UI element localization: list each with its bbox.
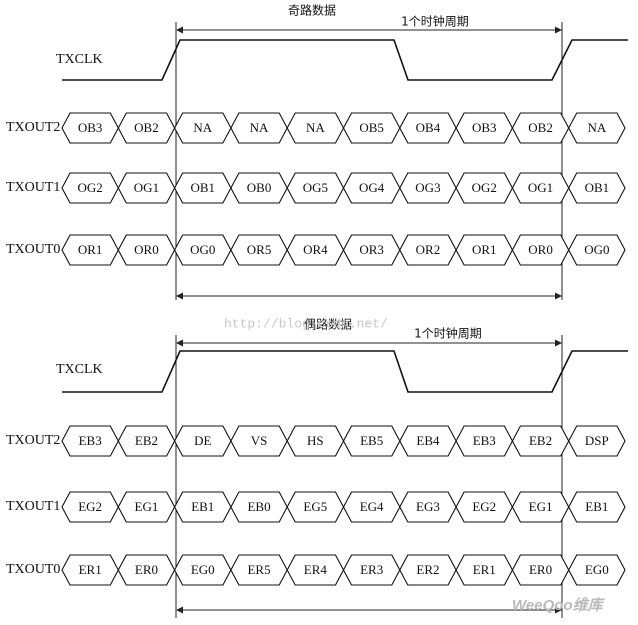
section-1-row-2-cell-8-label: ER0 (529, 562, 552, 577)
section-0-row-2-cell-9-label: OG0 (584, 242, 609, 257)
section-1-row-0-cell-4-label: HS (307, 433, 324, 448)
section-0-bottom-arrow-left (176, 292, 183, 300)
section-1-row-2-cell-6-label: ER2 (416, 562, 439, 577)
section-0-row-1-cell-6-label: OG3 (415, 180, 440, 195)
section-1-row-0-cell-7-label: EB3 (473, 433, 496, 448)
section-0-title: 奇路数据 (288, 3, 336, 18)
section-1-row-2-cell-0-label: ER1 (79, 562, 102, 577)
section-0-row-2-cell-1-label: OR0 (134, 242, 159, 257)
section-0-row-1-cell-9 (568, 172, 626, 204)
section-1-row-0-cell-9 (568, 425, 626, 457)
section-0-row-2-cell-7-label: OR1 (472, 242, 497, 257)
section-0-row-1-cell-4-label: OG5 (303, 180, 328, 195)
section-1-row-1-cell-9 (568, 491, 626, 523)
section-0-row-0-cell-4-label: NA (306, 120, 325, 135)
section-1-row-1-cell-0-label: EG2 (78, 499, 102, 514)
section-1-bottom-arrow-left (176, 606, 183, 614)
section-1-row-1-cell-3-label: EB0 (247, 499, 270, 514)
section-0-row-2-cell-6-label: OR2 (416, 242, 441, 257)
section-1-row-1-cell-4-label: EG5 (303, 499, 327, 514)
section-1-clock-label: TXCLK (56, 362, 103, 377)
section-1-row-0-cell-1-label: EB2 (135, 433, 158, 448)
section-1-row-1-label: TXOUT1 (6, 499, 60, 514)
section-1-row-1-cell-5-label: EG4 (360, 499, 384, 514)
section-1-row-0-cell-2-label: DE (194, 433, 211, 448)
section-0-row-0-cell-5-label: OB5 (359, 120, 384, 135)
section-1-row-2-cell-2-label: EG0 (191, 562, 215, 577)
section-0-row-1-cell-8-label: OG1 (528, 180, 553, 195)
section-0-row-2-cell-3-label: OR5 (247, 242, 272, 257)
section-1-clock-waveform (62, 350, 628, 393)
section-0-period-label: 1个时钟周期 (401, 14, 469, 29)
section-1-row-2-cell-7-label: ER1 (473, 562, 496, 577)
section-1-row-0-label: TXOUT2 (6, 433, 60, 448)
section-0-bottom-arrow-right (555, 292, 562, 300)
section-0-row-2-cell-0-label: OR1 (78, 242, 103, 257)
brand-logo-text: WeeQoo维库 (512, 597, 606, 614)
section-0-row-1-cell-7-label: OG2 (472, 180, 497, 195)
section-0-row-2-cell-5-label: OR3 (359, 242, 384, 257)
section-1-row-1-cell-1-label: EG1 (135, 499, 159, 514)
section-1-row-0-cell-3-label: VS (251, 433, 268, 448)
section-0-row-2-cell-8-label: OR0 (528, 242, 553, 257)
section-0-row-0-cell-3-label: NA (250, 120, 269, 135)
section-1-row-2-cell-9 (568, 554, 626, 586)
section-0-row-0-cell-2-label: NA (193, 120, 212, 135)
section-0-row-1-cell-5-label: OG4 (359, 180, 385, 195)
section-0-row-1-cell-9-label: OB1 (585, 180, 610, 195)
section-0-row-1-label: TXOUT1 (6, 180, 60, 195)
section-1-row-0-cell-8-label: EB2 (529, 433, 552, 448)
section-1-row-2-cell-3-label: ER5 (247, 562, 270, 577)
section-0-clock-waveform (62, 39, 628, 81)
section-0-row-2-cell-2-label: OG0 (190, 242, 215, 257)
section-1-row-1-cell-7-label: EG2 (472, 499, 496, 514)
section-0-row-2-cell-9 (568, 234, 626, 266)
section-0-row-0-cell-0-label: OB3 (78, 120, 103, 135)
section-0-row-0-cell-8-label: OB2 (528, 120, 553, 135)
section-0-row-1-cell-0-label: OG2 (78, 180, 103, 195)
section-0-row-0-label: TXOUT2 (6, 120, 60, 135)
section-0-row-1-cell-1-label: OG1 (134, 180, 159, 195)
section-1-row-0-cell-5-label: EB5 (360, 433, 383, 448)
section-1-row-2-cell-4-label: ER4 (304, 562, 328, 577)
section-1-row-1-cell-2-label: EB1 (191, 499, 214, 514)
section-0-row-0-cell-9-label: NA (587, 120, 606, 135)
section-1-row-1-cell-9-label: EB1 (585, 499, 608, 514)
section-1-row-2-cell-9-label: EG0 (585, 562, 609, 577)
section-1-row-2-cell-1-label: ER0 (135, 562, 158, 577)
section-1-row-1-cell-6-label: EG3 (416, 499, 440, 514)
section-0-row-1-cell-3-label: OB0 (247, 180, 272, 195)
section-0-period-arrow-left (176, 26, 183, 34)
section-0-row-2-label: TXOUT0 (6, 242, 60, 257)
section-1-row-0-cell-0-label: EB3 (79, 433, 102, 448)
section-0-row-0-cell-1-label: OB2 (134, 120, 159, 135)
section-0-row-0-cell-7-label: OB3 (472, 120, 497, 135)
section-1-row-2-label: TXOUT0 (6, 562, 60, 577)
section-1-period-arrow-left (176, 339, 183, 347)
section-1-row-0-cell-6-label: EB4 (416, 433, 440, 448)
section-0-period-arrow-right (555, 26, 562, 34)
section-0-clock-label: TXCLK (56, 52, 103, 67)
section-1-period-arrow-right (555, 339, 562, 347)
section-0-row-0-cell-9 (568, 112, 626, 144)
section-1-row-0-cell-9-label: DSP (585, 433, 609, 448)
section-0-row-1-cell-2-label: OB1 (190, 180, 215, 195)
section-1-bottom-arrow-right (555, 606, 562, 614)
section-0-row-0-cell-6-label: OB4 (416, 120, 441, 135)
section-1-title: 偶路数据 (304, 317, 352, 332)
watermark-text: http://blog.csdn.net/ (224, 316, 388, 331)
section-1-row-2-cell-5-label: ER3 (360, 562, 383, 577)
section-1-row-1-cell-8-label: EG1 (529, 499, 553, 514)
section-1-period-label: 1个时钟周期 (414, 326, 482, 341)
section-0-row-2-cell-4-label: OR4 (303, 242, 328, 257)
